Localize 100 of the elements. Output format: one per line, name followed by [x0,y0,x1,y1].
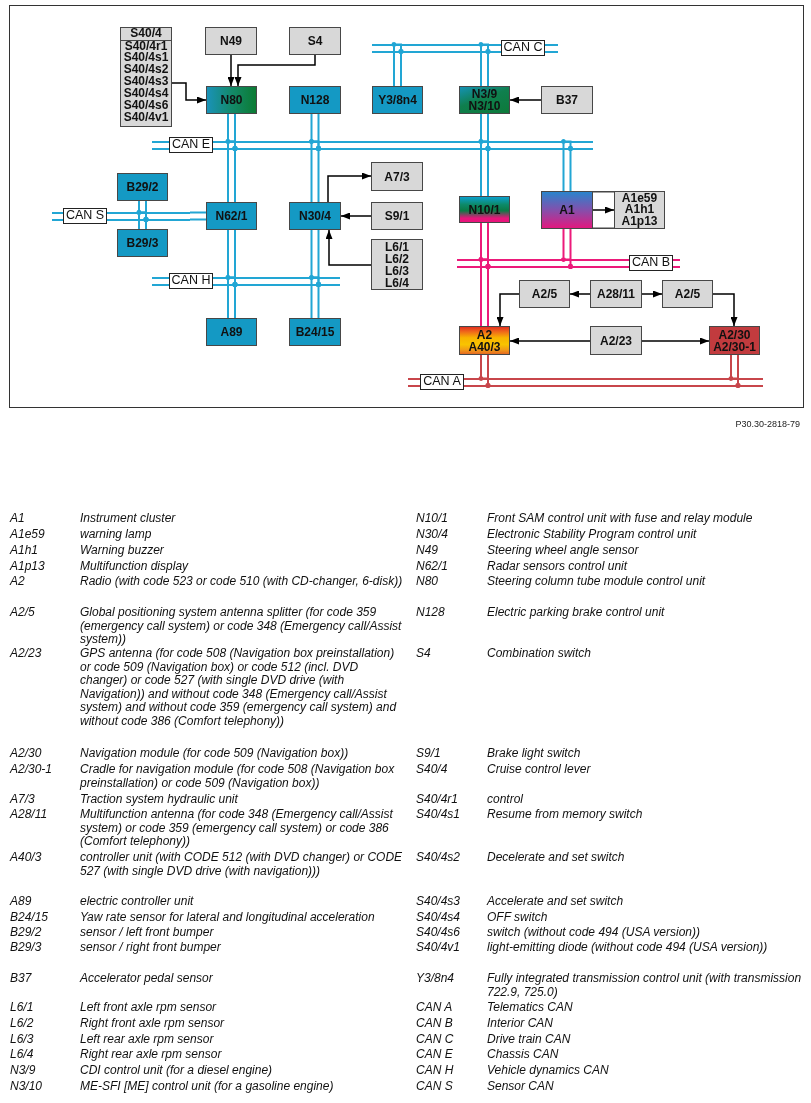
part-code: B24/15 [10,911,50,925]
component-box [289,202,341,230]
part-code: N49 [416,544,439,558]
component-code: S40/4s3 [123,76,169,89]
signal-arrow [325,229,372,266]
component-code: A2 [476,328,493,341]
component-code: B24/15 [295,326,335,338]
component-code: S4 [307,35,323,47]
part-code: S4 [416,647,432,661]
component-code: A89 [220,326,243,338]
component-code: L6/1 [385,240,409,253]
component-box [205,27,257,55]
part-description: OFF switch [487,911,549,925]
component-box [662,280,713,308]
part-code: N62/1 [416,560,450,574]
part-description: Global positioning system antenna splitter (for code 359 (emergency call system) or code 348 (Emergency call/Assist system)) [80,606,403,647]
component-code: L6/2 [385,252,409,265]
part-code: Y3/8n4 [416,972,456,986]
component-box [289,86,341,114]
component-code: S40/4v1 [123,111,169,124]
part-code: A89 [10,895,33,909]
part-description: controller unit (with CODE 512 (with DVD changer) or CODE 527 (with single DVD drive (with navigation))) [80,851,404,879]
part-code: B29/3 [10,941,43,955]
part-description: Cradle for navigation module (for code 508 (Navigation box preinstallation) or code 509 (Navigation box)) [80,763,396,791]
signal-arrow [641,337,710,345]
signal-arrow [641,290,663,298]
bus-label: CAN B [629,255,673,271]
part-description: GPS antenna (for code 508 (Navigation box preinstallation) or code 509 (Navigation box) or code 512 (incl. DVD changer) or code 527 (with single DVD drive (with Navigation)) and without code 348 (Emergency call/Assist system) and without code 359 (emergency call system) and without code 386 (Comfort telephony)) [80,647,398,729]
part-description: Chassis CAN [487,1048,560,1062]
part-description: control [487,793,525,807]
part-description: CDI control unit (for a diesel engine) [80,1064,274,1078]
part-description: Cruise control lever [487,763,592,777]
part-description: Drive train CAN [487,1033,572,1047]
part-code: S40/4s2 [416,851,462,865]
component-box [289,318,341,346]
part-description: Sensor CAN [487,1080,555,1094]
part-code: S40/4s3 [416,895,462,909]
component-code: N10/1 [468,203,501,216]
bus-label: CAN E [169,137,213,153]
component-code: A2/5 [531,288,558,300]
part-description: Vehicle dynamics CAN [487,1064,610,1078]
component-code: B29/2 [126,181,159,193]
component-box [459,326,510,355]
component-box [117,229,168,257]
part-description: Right front axle rpm sensor [80,1017,226,1031]
component-code: A2/5 [674,288,701,300]
part-code: S40/4r1 [416,793,460,807]
part-code: CAN H [416,1064,455,1078]
component-code: B37 [556,94,578,106]
part-description: ME-SFI [ME] control unit (for a gasoline engine) [80,1080,335,1094]
part-code: L6/4 [10,1048,35,1062]
signal-arrow [509,96,542,104]
part-description: Steering column tube module control unit [487,575,707,589]
bus-label: CAN H [169,273,213,289]
signal-arrow [234,54,316,87]
part-description: Navigation module (for code 509 (Navigation box)) [80,747,350,761]
component-code: S40/4s1 [123,52,169,65]
part-code: A1e59 [10,528,46,542]
component-box [371,239,423,290]
component-box [541,191,593,229]
part-code: CAN S [416,1080,454,1094]
part-code: N30/4 [416,528,450,542]
part-code: CAN A [416,1001,454,1015]
component-code: A1p13 [621,215,658,227]
component-box [371,162,423,191]
component-box [372,86,423,114]
signal-arrow [327,172,372,203]
part-code: S9/1 [416,747,442,761]
signal-arrow [592,206,615,214]
bus-label: CAN C [501,40,545,56]
component-box [519,280,570,308]
part-description: light-emitting diode (without code 494 (USA version)) [487,941,769,955]
component-code: L6/4 [385,276,409,289]
part-code: CAN E [416,1048,454,1062]
unit-group-frame [541,191,665,229]
part-code: N80 [416,575,439,589]
component-box [206,202,257,230]
part-code: A1 [10,512,26,526]
part-code: L6/1 [10,1001,35,1015]
part-description: Steering wheel angle sensor [487,544,640,558]
part-description: Electronic Stability Program control unit [487,528,698,542]
component-box [541,86,593,114]
component-box [206,86,257,114]
part-code: A2/30 [10,747,43,761]
part-description: electric controller unit [80,895,195,909]
part-code: N3/9 [10,1064,37,1078]
part-code: A7/3 [10,793,36,807]
part-description: Resume from memory switch [487,808,644,822]
component-box [117,173,168,201]
part-description: Instrument cluster [80,512,177,526]
component-box [289,27,341,55]
part-code: B29/2 [10,926,43,940]
part-code: CAN B [416,1017,454,1031]
part-description: Multifunction antenna (for code 348 (Emergency call/Assist system) or code 359 (emergency call system) or code 386 (Comfort telephony)) [80,808,394,849]
component-code: A1e59 [621,193,658,205]
component-box [590,326,642,355]
component-code: N3/9 [471,88,498,100]
component-code: A2/23 [600,334,632,347]
part-code: S40/4s6 [416,926,462,940]
part-description: Yaw rate sensor for lateral and longitudinal acceleration [80,911,376,925]
